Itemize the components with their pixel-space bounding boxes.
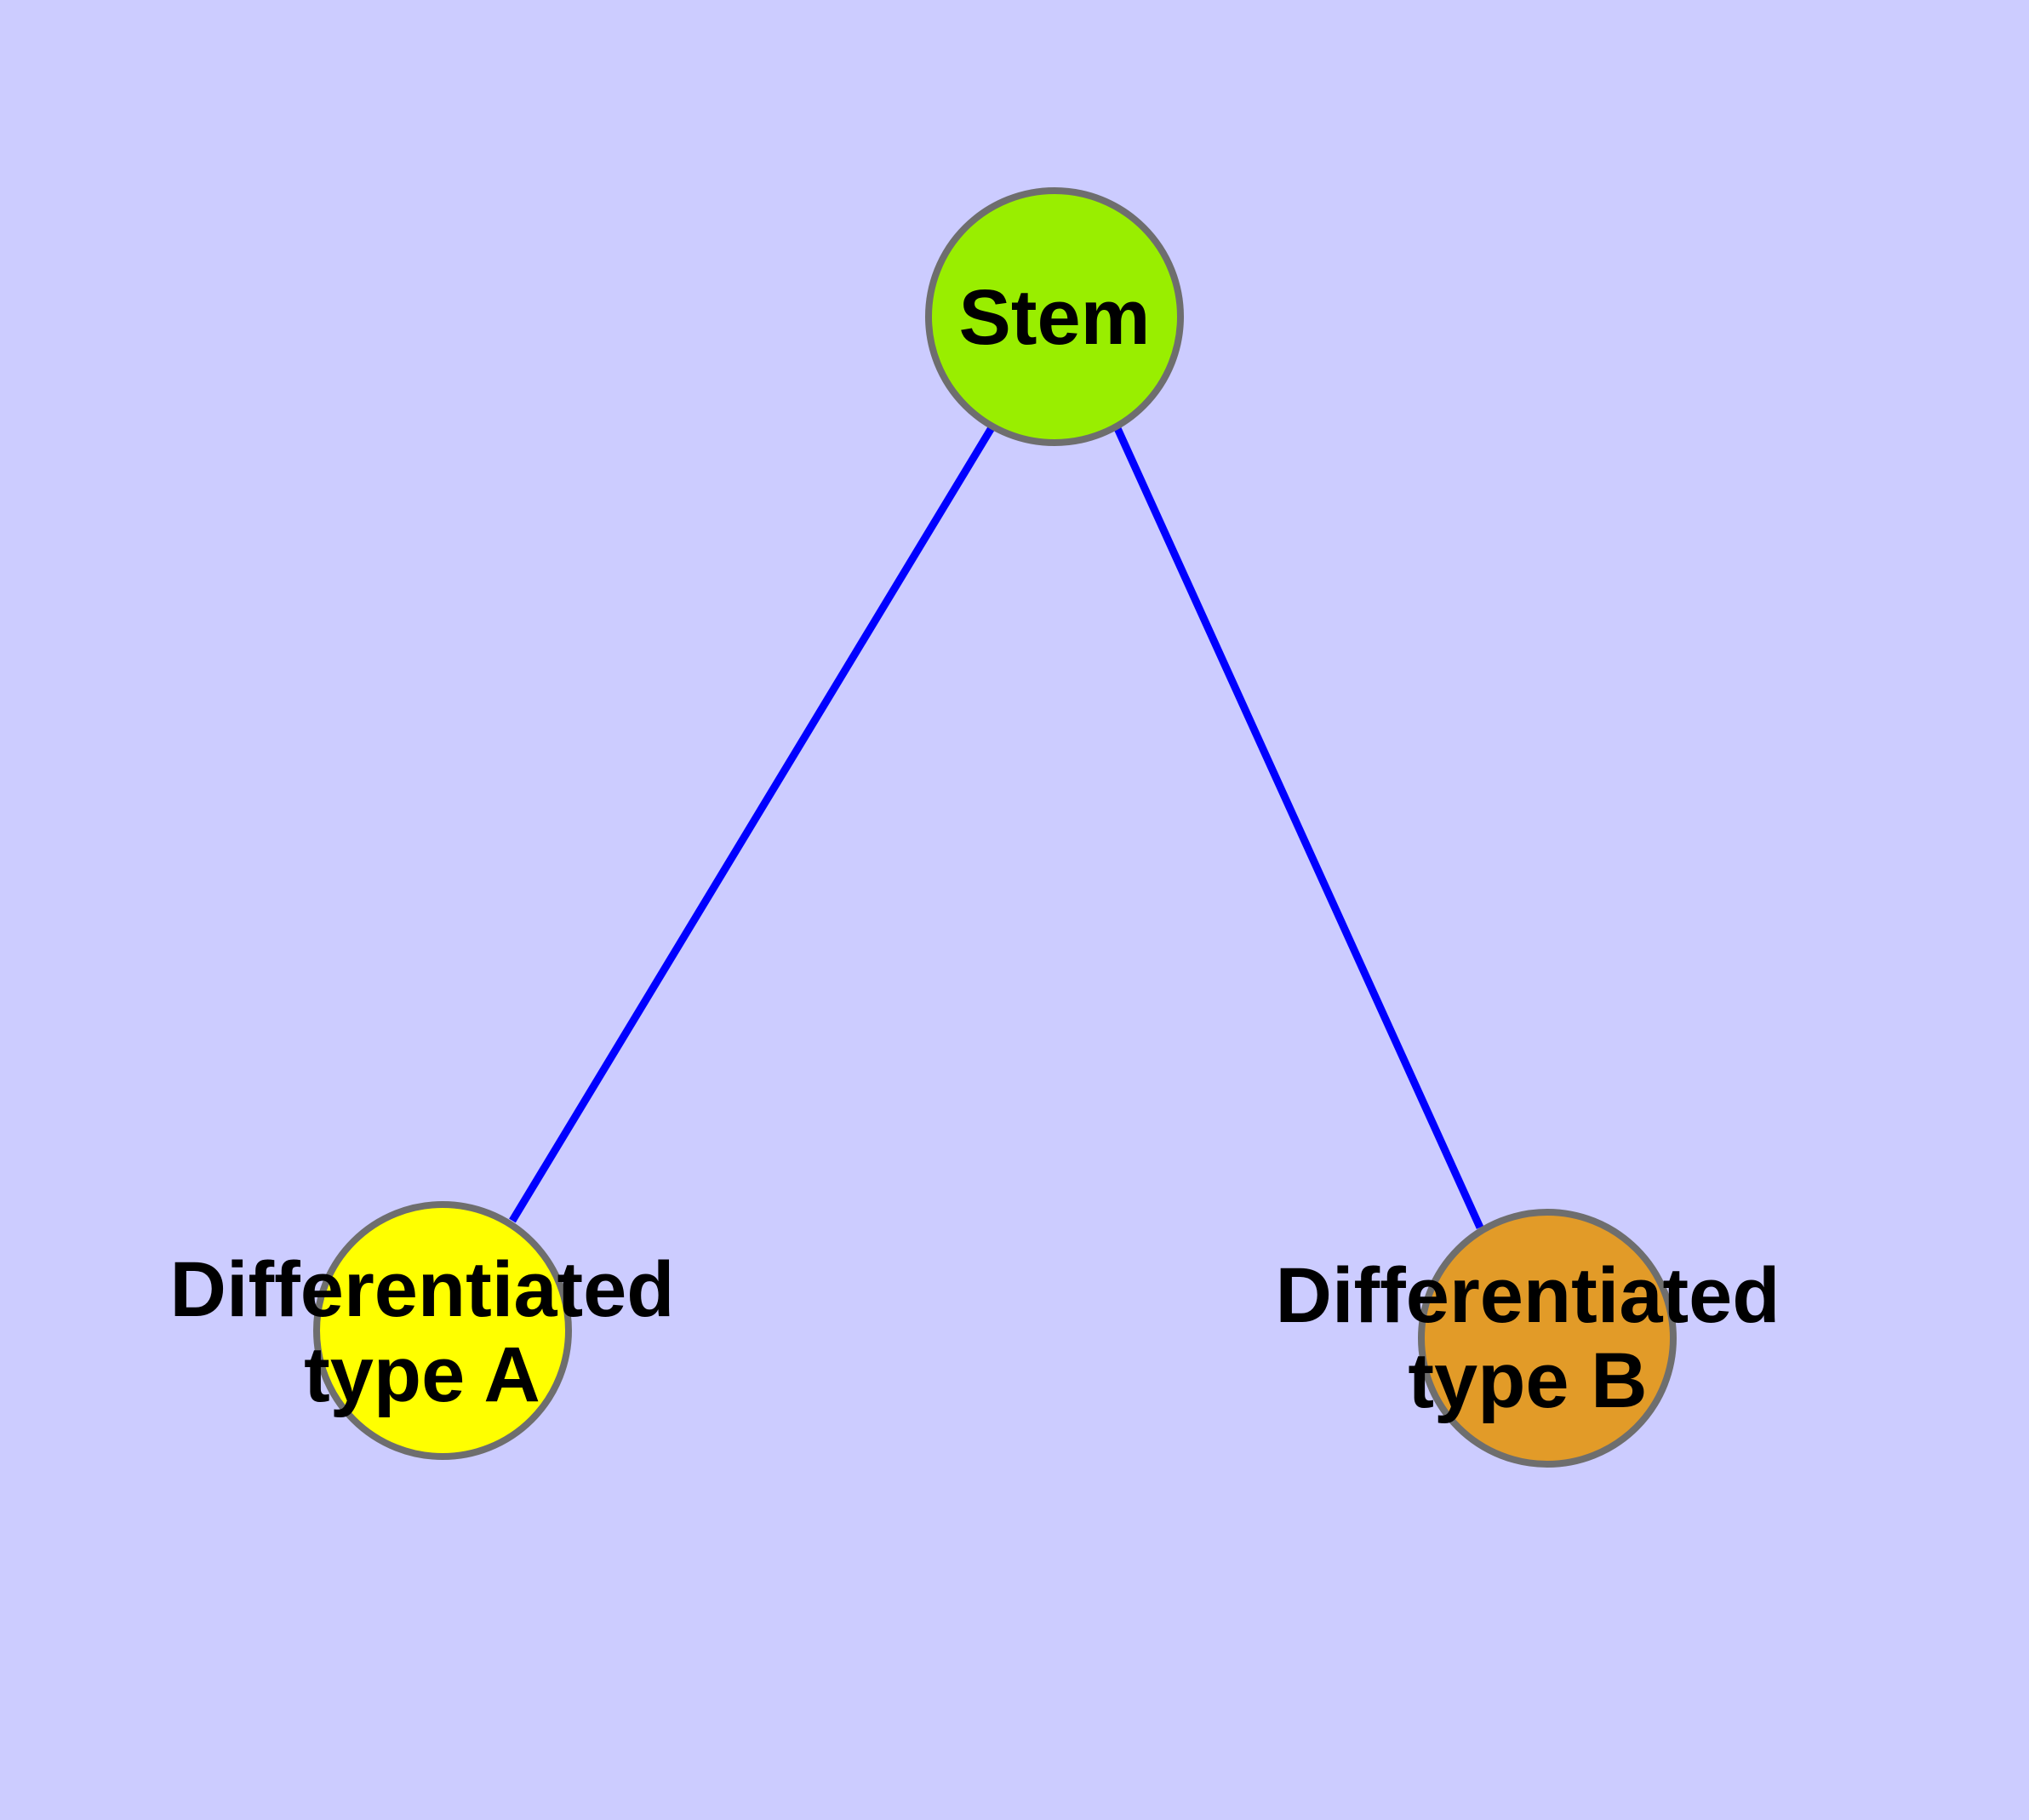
edge-stem-to-differentiated-type-a	[509, 424, 996, 1223]
label-line: type A	[304, 1331, 540, 1418]
label-line: Differentiated	[1276, 1252, 1780, 1339]
differentiated-type-b-node[interactable]	[1418, 1209, 1677, 1468]
stem-node[interactable]	[925, 187, 1184, 446]
edges-group	[509, 424, 1484, 1229]
stem-node-label: Stem	[959, 274, 1151, 361]
edge-stem-to-differentiated-type-b	[1112, 425, 1484, 1229]
differentiated-type-a-node[interactable]	[313, 1201, 572, 1460]
label-line: type B	[1408, 1337, 1647, 1424]
label-line: Differentiated	[170, 1246, 675, 1333]
nodes-group	[313, 187, 1677, 1468]
label-line: Stem	[959, 274, 1151, 361]
